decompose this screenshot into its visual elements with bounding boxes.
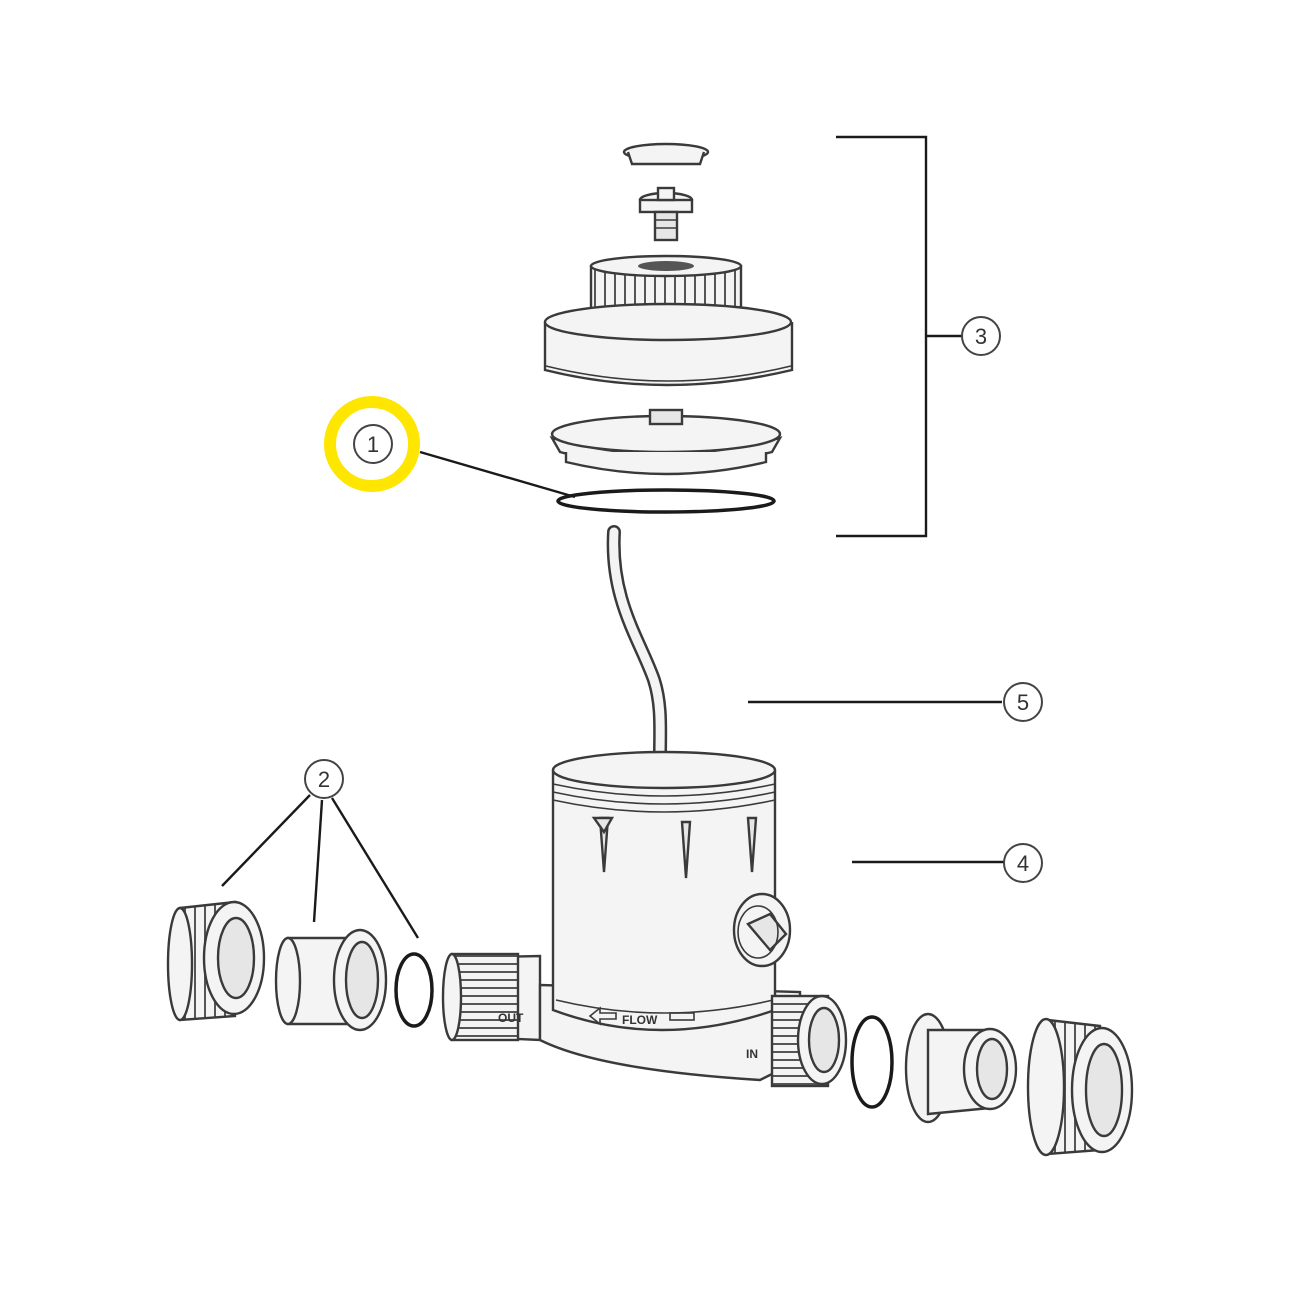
leaders-2 (221, 794, 420, 939)
callout-3: 3 (961, 316, 1001, 356)
svg-text:5: 5 (1017, 690, 1029, 715)
diaphragm (549, 408, 783, 476)
callout-2: 2 (304, 759, 344, 799)
left-union-nut (166, 900, 266, 1022)
lid-assembly (543, 142, 794, 514)
svg-text:3: 3 (975, 324, 987, 349)
chlorinator-body: FLOW OUT IN (441, 750, 848, 1088)
left-tailpiece (274, 928, 388, 1032)
svg-text:2: 2 (318, 767, 330, 792)
leader-1 (419, 450, 576, 499)
bracket-3 (836, 135, 962, 538)
svg-text:1: 1 (367, 432, 379, 457)
valve-stem (638, 186, 694, 242)
callout-4: 4 (1003, 843, 1043, 883)
top-cap (622, 142, 710, 166)
canister-threads (552, 783, 776, 813)
flow-label: FLOW (622, 1013, 658, 1027)
right-union-nut (1026, 1017, 1134, 1157)
in-label: IN (746, 1047, 758, 1061)
right-tailpiece (904, 1012, 1018, 1124)
highlight-ring (324, 396, 420, 492)
out-label: OUT (498, 1011, 524, 1025)
feed-tube (606, 525, 668, 763)
left-o-ring (394, 952, 434, 1028)
out-thread (450, 952, 520, 1042)
callout-5: 5 (1003, 682, 1043, 722)
lid (543, 302, 794, 387)
right-o-ring (850, 1015, 894, 1109)
lid-o-ring (556, 488, 776, 514)
flow-arrow (588, 1006, 695, 1026)
control-dial (732, 892, 792, 968)
svg-text:4: 4 (1017, 851, 1029, 876)
callout-1: 1 (353, 424, 393, 464)
